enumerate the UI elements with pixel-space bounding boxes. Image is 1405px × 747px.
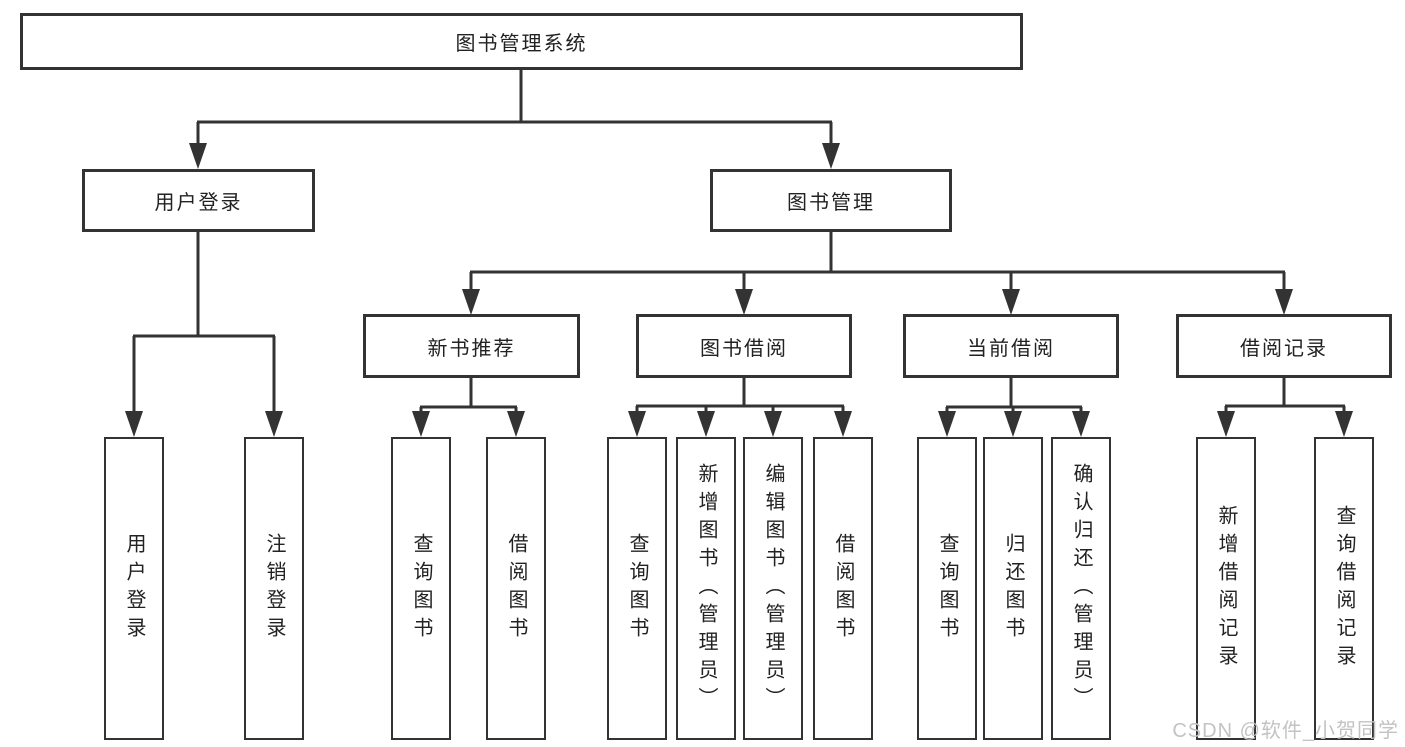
leaf-borrow-books-borrow: 借阅图书 (813, 437, 873, 740)
arrowheads-book-borrow-group (628, 411, 852, 437)
arrowheads-level2 (189, 143, 840, 169)
node-book-mgmt: 图书管理 (710, 169, 952, 232)
leaf-query-books-newrec: 查询图书 (391, 437, 451, 740)
csdn-watermark: CSDN @软件_小贺同学 (1172, 720, 1399, 742)
node-new-book-rec: 新书推荐 (363, 314, 580, 378)
node-current-borrow: 当前借阅 (903, 314, 1119, 378)
leaf-query-borrow-record: 查询借阅记录 (1314, 437, 1374, 740)
leaf-add-borrow-record: 新增借阅记录 (1196, 437, 1256, 740)
leaf-edit-book-admin: 编辑图书（管理员） (743, 437, 803, 740)
leaf-return-book: 归还图书 (983, 437, 1043, 740)
connector-new-book-rec-group (419, 378, 518, 412)
node-book-borrow: 图书借阅 (636, 314, 852, 378)
arrowheads-current-borrow-group (938, 411, 1090, 437)
connector-book-borrow-group (635, 378, 845, 412)
leaf-query-books-current: 查询图书 (917, 437, 977, 740)
arrowheads-level3 (462, 289, 1293, 315)
leaf-add-book-admin: 新增图书（管理员） (676, 437, 736, 740)
node-root: 图书管理系统 (20, 13, 1023, 70)
node-user-login: 用户登录 (82, 169, 315, 232)
leaf-user-login: 用户登录 (104, 437, 164, 740)
leaf-confirm-return-admin: 确认归还（管理员） (1051, 437, 1111, 740)
connector-book-mgmt-to-level3 (469, 232, 1286, 290)
arrowheads-borrow-records-group (1217, 411, 1353, 437)
arrowheads-new-book-rec-group (412, 411, 525, 437)
connector-root-to-level2 (196, 70, 833, 144)
leaf-borrow-books-newrec: 借阅图书 (486, 437, 546, 740)
connector-user-login-group (132, 232, 276, 412)
arrowheads-user-login-group (125, 411, 283, 437)
connector-borrow-records-group (1224, 378, 1346, 412)
node-borrow-records: 借阅记录 (1176, 314, 1392, 378)
leaf-query-books-borrow: 查询图书 (607, 437, 667, 740)
leaf-logout: 注销登录 (244, 437, 304, 740)
connector-current-borrow-group (945, 378, 1083, 412)
